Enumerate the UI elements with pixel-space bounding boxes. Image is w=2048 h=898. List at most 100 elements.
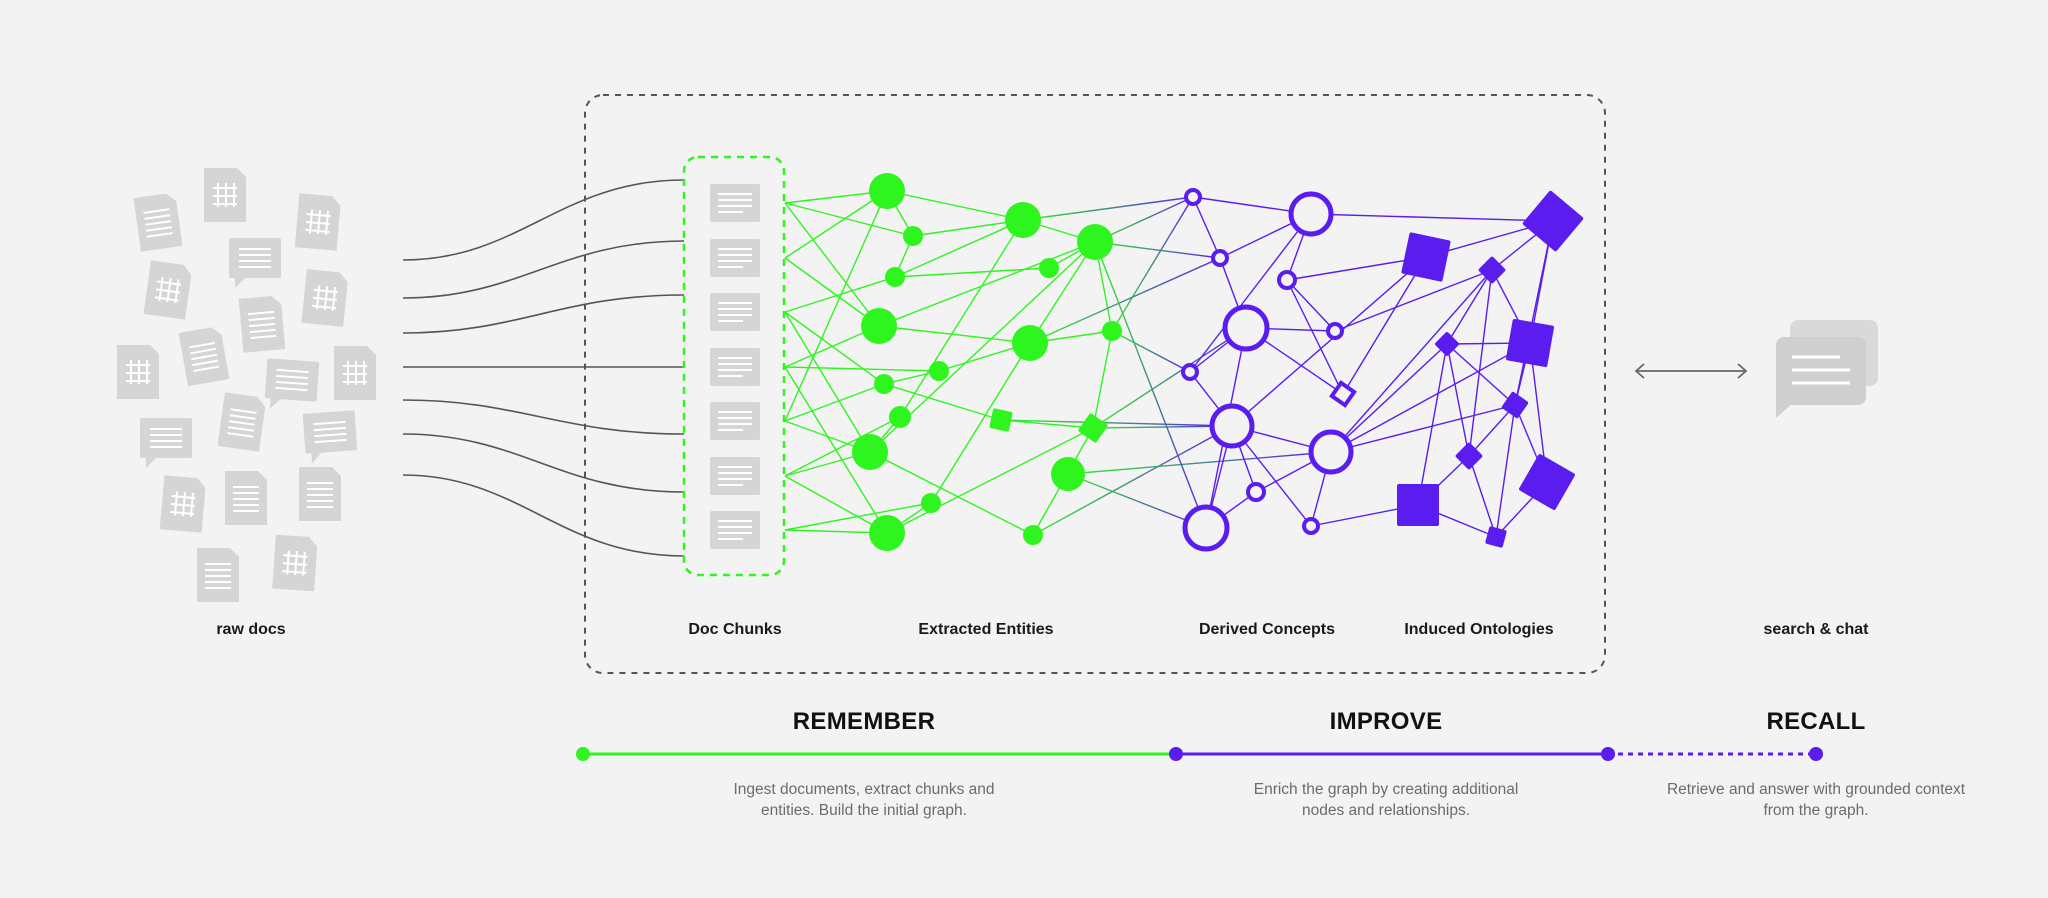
ontology-node	[1478, 256, 1506, 284]
ontology-node	[1522, 190, 1584, 252]
graph-edge	[1094, 241, 1207, 529]
timeline	[576, 747, 1823, 761]
graph-edge	[1111, 330, 1191, 373]
graph-edge	[1286, 279, 1344, 395]
input-curves	[402, 179, 685, 557]
graph-edge	[784, 190, 888, 259]
graph-edge	[899, 219, 1024, 418]
raw-doc-icon	[143, 260, 192, 320]
raw-doc-icon	[302, 410, 358, 464]
concept-node	[1302, 517, 1320, 535]
doc-chunk-icon	[710, 457, 760, 495]
ontology-node	[1485, 526, 1507, 548]
doc-chunk-icon	[710, 348, 760, 386]
concept-node	[1184, 188, 1202, 206]
graph-edge	[1231, 256, 1427, 427]
pipeline-container	[584, 94, 1606, 674]
concept-node	[1308, 429, 1354, 475]
concept-node	[1209, 403, 1255, 449]
raw-doc-icon	[197, 548, 239, 602]
graph-edge	[784, 202, 880, 327]
entity-node	[885, 267, 905, 287]
entity-node	[1012, 325, 1048, 361]
recall-dot	[1809, 747, 1823, 761]
improve-end-dot	[1601, 747, 1615, 761]
graph-edge	[1286, 256, 1427, 281]
raw-doc-icon	[159, 475, 206, 533]
graph-nodes	[852, 173, 1584, 552]
label-derived-concepts: Derived Concepts	[1198, 621, 1336, 638]
graph-edge	[1022, 196, 1194, 221]
graph-edge	[894, 219, 1024, 278]
graph-edge	[1029, 241, 1096, 344]
bidirectional-arrow-icon	[1634, 363, 1748, 379]
label-search-chat: search & chat	[1763, 621, 1869, 638]
ontology-node	[1501, 391, 1529, 419]
graph-edge	[1032, 425, 1233, 536]
entity-node	[903, 226, 923, 246]
graph-edge	[1330, 343, 1448, 453]
graph-edge	[1468, 269, 1493, 457]
graph-edge	[784, 383, 885, 422]
graph-edge	[784, 311, 871, 453]
graph-edge	[1094, 241, 1221, 259]
graph-edge	[886, 190, 1024, 221]
input-curve	[402, 240, 685, 299]
concept-node	[1288, 191, 1334, 237]
raw-doc-icon	[299, 467, 341, 521]
input-curve	[402, 433, 685, 493]
entity-node	[1023, 525, 1043, 545]
chat-icon	[1776, 320, 1878, 418]
graph-edge	[1468, 404, 1516, 457]
entity-node	[929, 361, 949, 381]
graph-edge	[930, 342, 1031, 504]
concept-node	[1222, 304, 1270, 352]
doc-chunk-icon	[710, 239, 760, 277]
phase-description-remember: Ingest documents, extract chunks and ent…	[733, 781, 995, 819]
graph-edge	[784, 311, 885, 385]
graph-edge	[1189, 213, 1312, 373]
raw-doc-icon	[272, 534, 318, 592]
raw-doc-icon	[294, 193, 341, 251]
entity-node	[1077, 224, 1113, 260]
graph-edge	[1495, 404, 1516, 538]
doc-chunks	[710, 184, 760, 549]
raw-docs-pile	[117, 168, 376, 602]
raw-doc-icon	[229, 238, 281, 288]
label-doc-chunks: Doc Chunks	[688, 621, 782, 638]
graph-edge	[1342, 256, 1427, 395]
raw-doc-icon	[334, 346, 376, 400]
graph-edge	[1330, 404, 1516, 453]
remember-dot	[576, 747, 590, 761]
doc-chunk-icon	[710, 402, 760, 440]
concept-node	[1277, 270, 1297, 290]
graph-edge	[1067, 451, 1332, 475]
entity-node	[889, 406, 911, 428]
graph-edge	[912, 219, 1024, 237]
doc-chunks-box	[682, 155, 786, 577]
graph-edge	[784, 366, 940, 372]
entity-node	[869, 173, 905, 209]
input-curve	[402, 294, 685, 334]
doc-chunk-icon	[710, 293, 760, 331]
ontology-node	[1435, 332, 1459, 356]
concept-node	[1181, 363, 1199, 381]
entity-node	[874, 374, 894, 394]
raw-doc-icon	[178, 327, 230, 387]
concept-node	[1326, 322, 1344, 340]
graph-edge	[784, 475, 888, 534]
entity-node	[1051, 457, 1085, 491]
graph-edge	[1067, 473, 1207, 529]
raw-doc-icon	[133, 193, 183, 252]
graph-edge	[878, 241, 1096, 327]
phase-description-recall: Retrieve and answer with grounded contex…	[1666, 781, 1966, 819]
raw-doc-icon	[301, 268, 348, 328]
concept-node	[1182, 504, 1230, 552]
graph-edge	[784, 257, 880, 327]
graph-edge	[1446, 343, 1516, 406]
graph-edge	[1000, 419, 1233, 427]
concept-node	[1246, 482, 1266, 502]
label-extracted-entities: Extracted Entities	[918, 621, 1054, 638]
graph-edge	[1334, 269, 1493, 332]
entity-node	[861, 308, 897, 344]
